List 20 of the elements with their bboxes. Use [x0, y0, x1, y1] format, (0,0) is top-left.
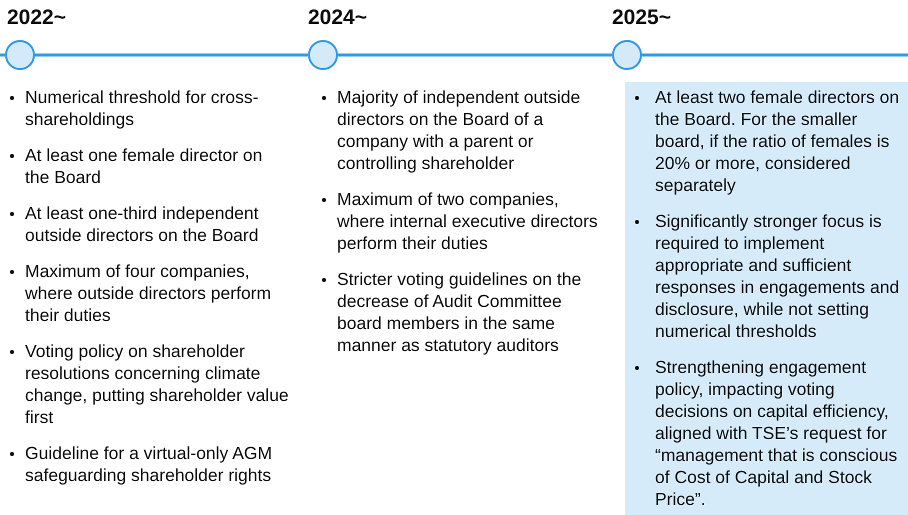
highlight-panel [625, 82, 908, 515]
bullet-item: Maximum of four companies, where outside directors perform their duties [8, 260, 289, 326]
bullet-item: Significantly stronger focus is required to implement appropriate and sufficient responses in engagements and disclosure, while not setting numerical thresholds [625, 210, 904, 342]
bullet-item: Voting policy on shareholder resolutions concerning climate change, putting shareholder value first [8, 340, 289, 428]
year-label: 2025~ [612, 6, 671, 30]
bullet-item: Strengthening engagement policy, impacting voting decisions on capital efficiency, aligned with TSE’s request for “management that is conscious of Cost of Capital and Stock Price”. [625, 356, 904, 510]
timeline-line [35, 54, 308, 56]
bullet-item: At least one-third independent outside directors on the Board [8, 202, 289, 246]
bullet-item: Guideline for a virtual-only AGM safeguarding shareholder rights [8, 442, 289, 486]
bullet-item: At least two female directors on the Board. For the smaller board, if the ratio of females is 20% or more, considered separately [625, 86, 904, 196]
bullet-item: Maximum of two companies, where internal executive directors perform their duties [320, 188, 601, 254]
timeline-line [642, 54, 908, 56]
timeline-line [338, 54, 612, 56]
year-label: 2022~ [7, 6, 66, 30]
bullet-item: Stricter voting guidelines on the decrease of Audit Committee board members in the same manner as statutory auditors [320, 268, 601, 356]
bullet-item: At least one female director on the Board [8, 144, 289, 188]
year-label: 2024~ [308, 6, 367, 30]
bullet-item: Numerical threshold for cross-shareholdings [8, 86, 289, 130]
timeline-line [0, 54, 5, 56]
bullet-item: Majority of independent outside directors on the Board of a company with a parent or controlling shareholder [320, 86, 601, 174]
